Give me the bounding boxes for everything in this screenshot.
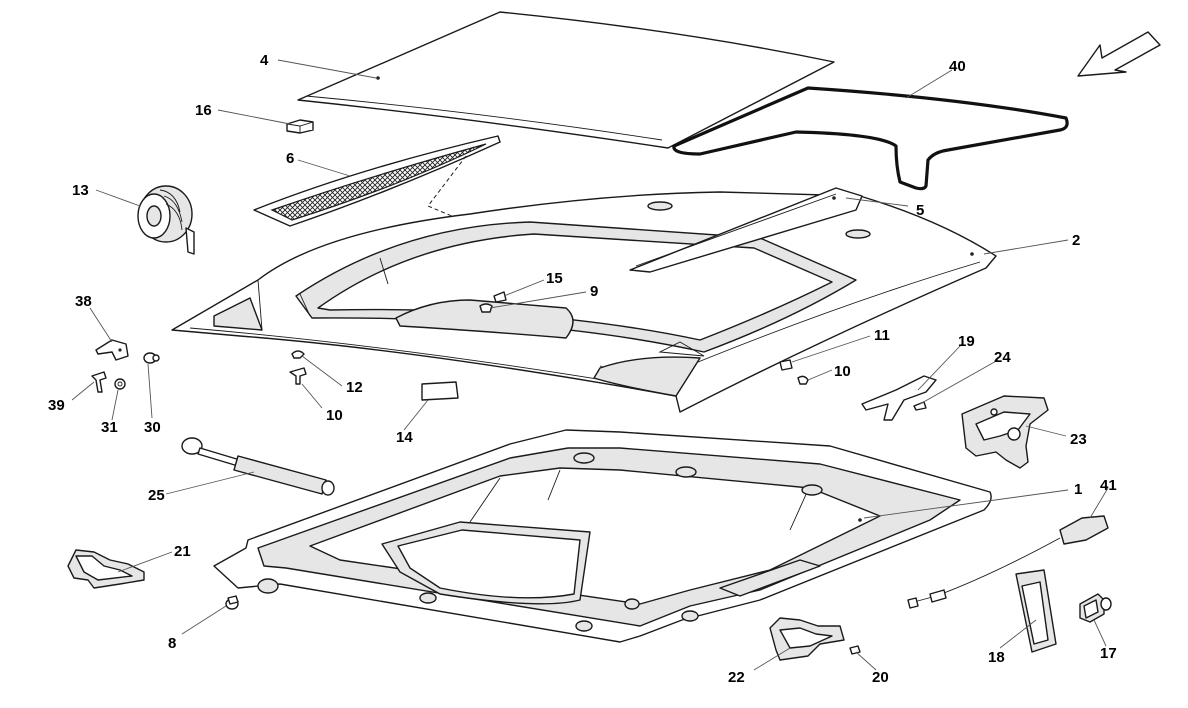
- callout-4: 4: [260, 52, 269, 69]
- callout-20: 20: [872, 669, 889, 686]
- part-40-seal: [672, 86, 1069, 191]
- part-11-clip: [779, 359, 793, 371]
- callout-13: 13: [72, 182, 89, 199]
- callout-1: 1: [1074, 481, 1082, 498]
- part-12-clip: [291, 350, 305, 359]
- callout-6: 6: [286, 150, 294, 167]
- callout-8: 8: [168, 635, 176, 652]
- part-17-lock-cylinder: [1079, 593, 1112, 623]
- part-18-release-handle: [1015, 569, 1057, 653]
- callout-18: 18: [988, 649, 1005, 666]
- callout-17: 17: [1100, 645, 1117, 662]
- callout-5: 5: [916, 202, 924, 219]
- part-10-bolt-left: [289, 367, 307, 385]
- callout-10-left: 10: [326, 407, 343, 424]
- callout-22: 22: [728, 669, 745, 686]
- part-9-screw: [479, 303, 493, 313]
- callout-39: 39: [48, 397, 65, 414]
- callout-10-right: 10: [834, 363, 851, 380]
- callout-40: 40: [949, 58, 966, 75]
- callout-38: 38: [75, 293, 92, 310]
- part-6-mesh-grille: [253, 135, 513, 301]
- part-15-clip: [493, 291, 507, 303]
- callout-labels: 4 40 16 6 13 5 2 15 9 38 39 31 30 12 10 …: [48, 52, 1117, 686]
- part-20-bolt: [849, 645, 861, 655]
- part-1-hood-inner-frame: [213, 429, 992, 643]
- callout-12: 12: [346, 379, 363, 396]
- leader-lines: [71, 59, 1109, 671]
- callout-14: 14: [396, 429, 413, 446]
- part-4-glass-panel: [297, 11, 835, 149]
- part-41-release-cable: [907, 515, 1109, 609]
- part-2-hood-outer-skin: [171, 187, 997, 413]
- direction-arrow-icon: [1077, 31, 1161, 77]
- part-25-gas-strut: [181, 437, 335, 496]
- callout-15: 15: [546, 270, 563, 287]
- callout-30: 30: [144, 419, 161, 436]
- callout-16: 16: [195, 102, 212, 119]
- part-31-nut: [114, 378, 126, 390]
- callout-19: 19: [958, 333, 975, 350]
- callout-25: 25: [148, 487, 165, 504]
- part-19-bracket: [861, 375, 937, 421]
- callout-23: 23: [1070, 431, 1087, 448]
- part-14-label: [421, 381, 459, 401]
- part-10-nut-right: [797, 375, 809, 385]
- callout-24: 24: [994, 349, 1011, 366]
- part-24-pin: [913, 401, 927, 411]
- callout-31: 31: [101, 419, 118, 436]
- callout-9: 9: [590, 283, 598, 300]
- part-23-latch: [961, 395, 1049, 469]
- callout-2: 2: [1072, 232, 1080, 249]
- part-13-tape-roll: [137, 185, 195, 255]
- part-16-clip: [286, 119, 314, 134]
- callout-21: 21: [174, 543, 191, 560]
- part-21-hinge-left: [67, 549, 145, 589]
- part-8-bolt: [225, 595, 239, 610]
- callout-11: 11: [874, 327, 890, 344]
- part-39-bolt: [91, 371, 107, 393]
- callout-41: 41: [1100, 477, 1117, 494]
- part-30-grommet: [143, 352, 160, 364]
- part-38-bracket: [95, 339, 129, 361]
